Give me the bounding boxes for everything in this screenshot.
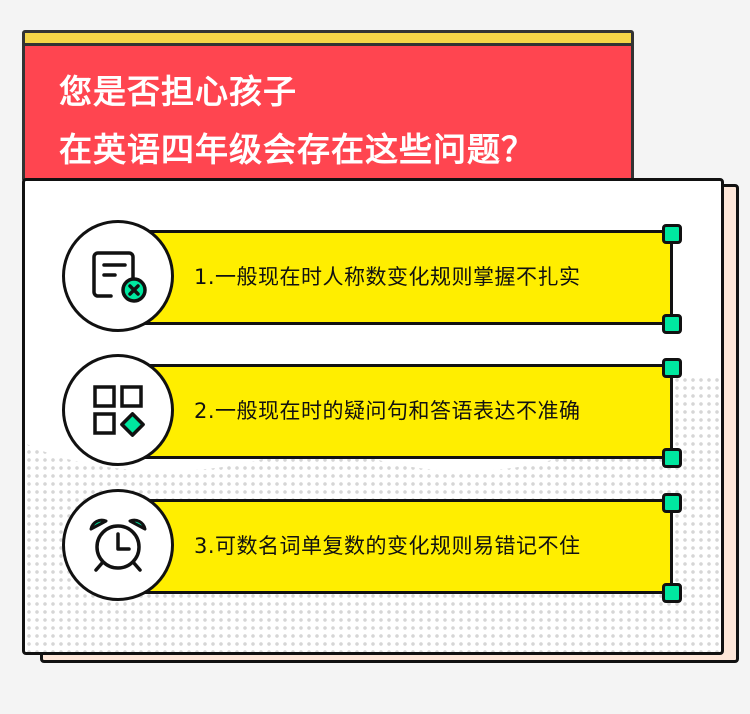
item-bar: 2.一般现在时的疑问句和答语表达不准确 <box>143 364 673 459</box>
alarm-clock-icon <box>89 518 147 572</box>
header-stripe <box>25 33 631 46</box>
corner-handle <box>662 448 682 468</box>
title-line-1: 您是否担心孩子 <box>59 72 297 111</box>
item-bar: 3.可数名词单复数的变化规则易错记不住 <box>143 499 673 594</box>
corner-handle <box>662 493 682 513</box>
item-text: 1.一般现在时人称数变化规则掌握不扎实 <box>194 265 581 289</box>
page-title: 您是否担心孩子 在英语四年级会存在这些问题？ <box>59 63 535 179</box>
item-icon-circle <box>62 489 174 601</box>
item-icon-circle <box>62 354 174 466</box>
corner-handle <box>662 224 682 244</box>
item-text: 3.可数名词单复数的变化规则易错记不住 <box>194 534 581 558</box>
title-line-2: 在英语四年级会存在这些问题？ <box>59 130 535 169</box>
header-banner: 您是否担心孩子 在英语四年级会存在这些问题？ <box>22 30 634 182</box>
document-error-icon <box>92 251 147 303</box>
list-item: 3.可数名词单复数的变化规则易错记不住 <box>25 489 721 603</box>
item-text: 2.一般现在时的疑问句和答语表达不准确 <box>194 399 581 423</box>
corner-handle <box>662 358 682 378</box>
problems-card: 1.一般现在时人称数变化规则掌握不扎实 2.一般现在时的疑问句和答语表达不准确 <box>22 178 724 655</box>
corner-handle <box>662 583 682 603</box>
item-icon-circle <box>62 220 174 332</box>
grid-apps-icon <box>93 385 145 437</box>
corner-handle <box>662 314 682 334</box>
list-item: 1.一般现在时人称数变化规则掌握不扎实 <box>25 220 721 334</box>
item-bar: 1.一般现在时人称数变化规则掌握不扎实 <box>143 230 673 325</box>
list-item: 2.一般现在时的疑问句和答语表达不准确 <box>25 354 721 468</box>
